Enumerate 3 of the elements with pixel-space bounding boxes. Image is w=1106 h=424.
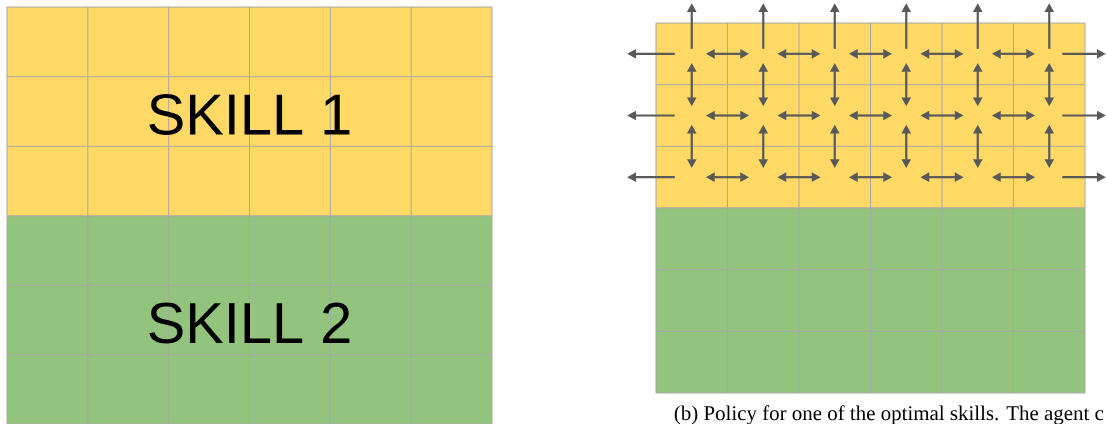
skill-region: SKILL 1	[6, 6, 493, 217]
caption: (b) Policy for one of the optimal skills. The agent c	[674, 405, 1104, 424]
skill-region: SKILL 2	[6, 215, 493, 424]
